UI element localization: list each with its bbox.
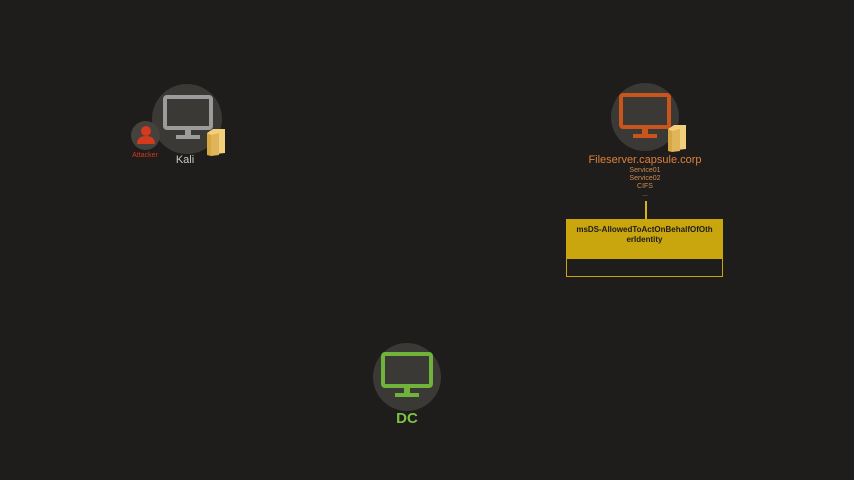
service-item: CIFS — [637, 183, 653, 190]
computer-icon — [619, 93, 671, 138]
kali-label: Kali — [175, 154, 195, 166]
computer-icon — [163, 95, 213, 139]
folder-icon — [668, 125, 686, 152]
attribute-connector-line — [645, 201, 647, 219]
folder-icon — [207, 129, 225, 156]
service-more-indicator: ... — [642, 191, 648, 198]
attribute-name: msDS-AllowedToActOnBehalfOfOtherIdentity — [567, 220, 722, 259]
dc-label: DC — [396, 410, 418, 427]
service-item: Service01 — [629, 167, 661, 174]
service-item: Service02 — [629, 175, 661, 182]
computer-icon — [381, 352, 433, 397]
fileserver-label: Fileserver.capsule.corp — [588, 154, 702, 166]
user-icon — [137, 126, 155, 144]
attribute-box: msDS-AllowedToActOnBehalfOfOtherIdentity — [566, 219, 723, 277]
attacker-label: Attacker — [132, 152, 158, 159]
